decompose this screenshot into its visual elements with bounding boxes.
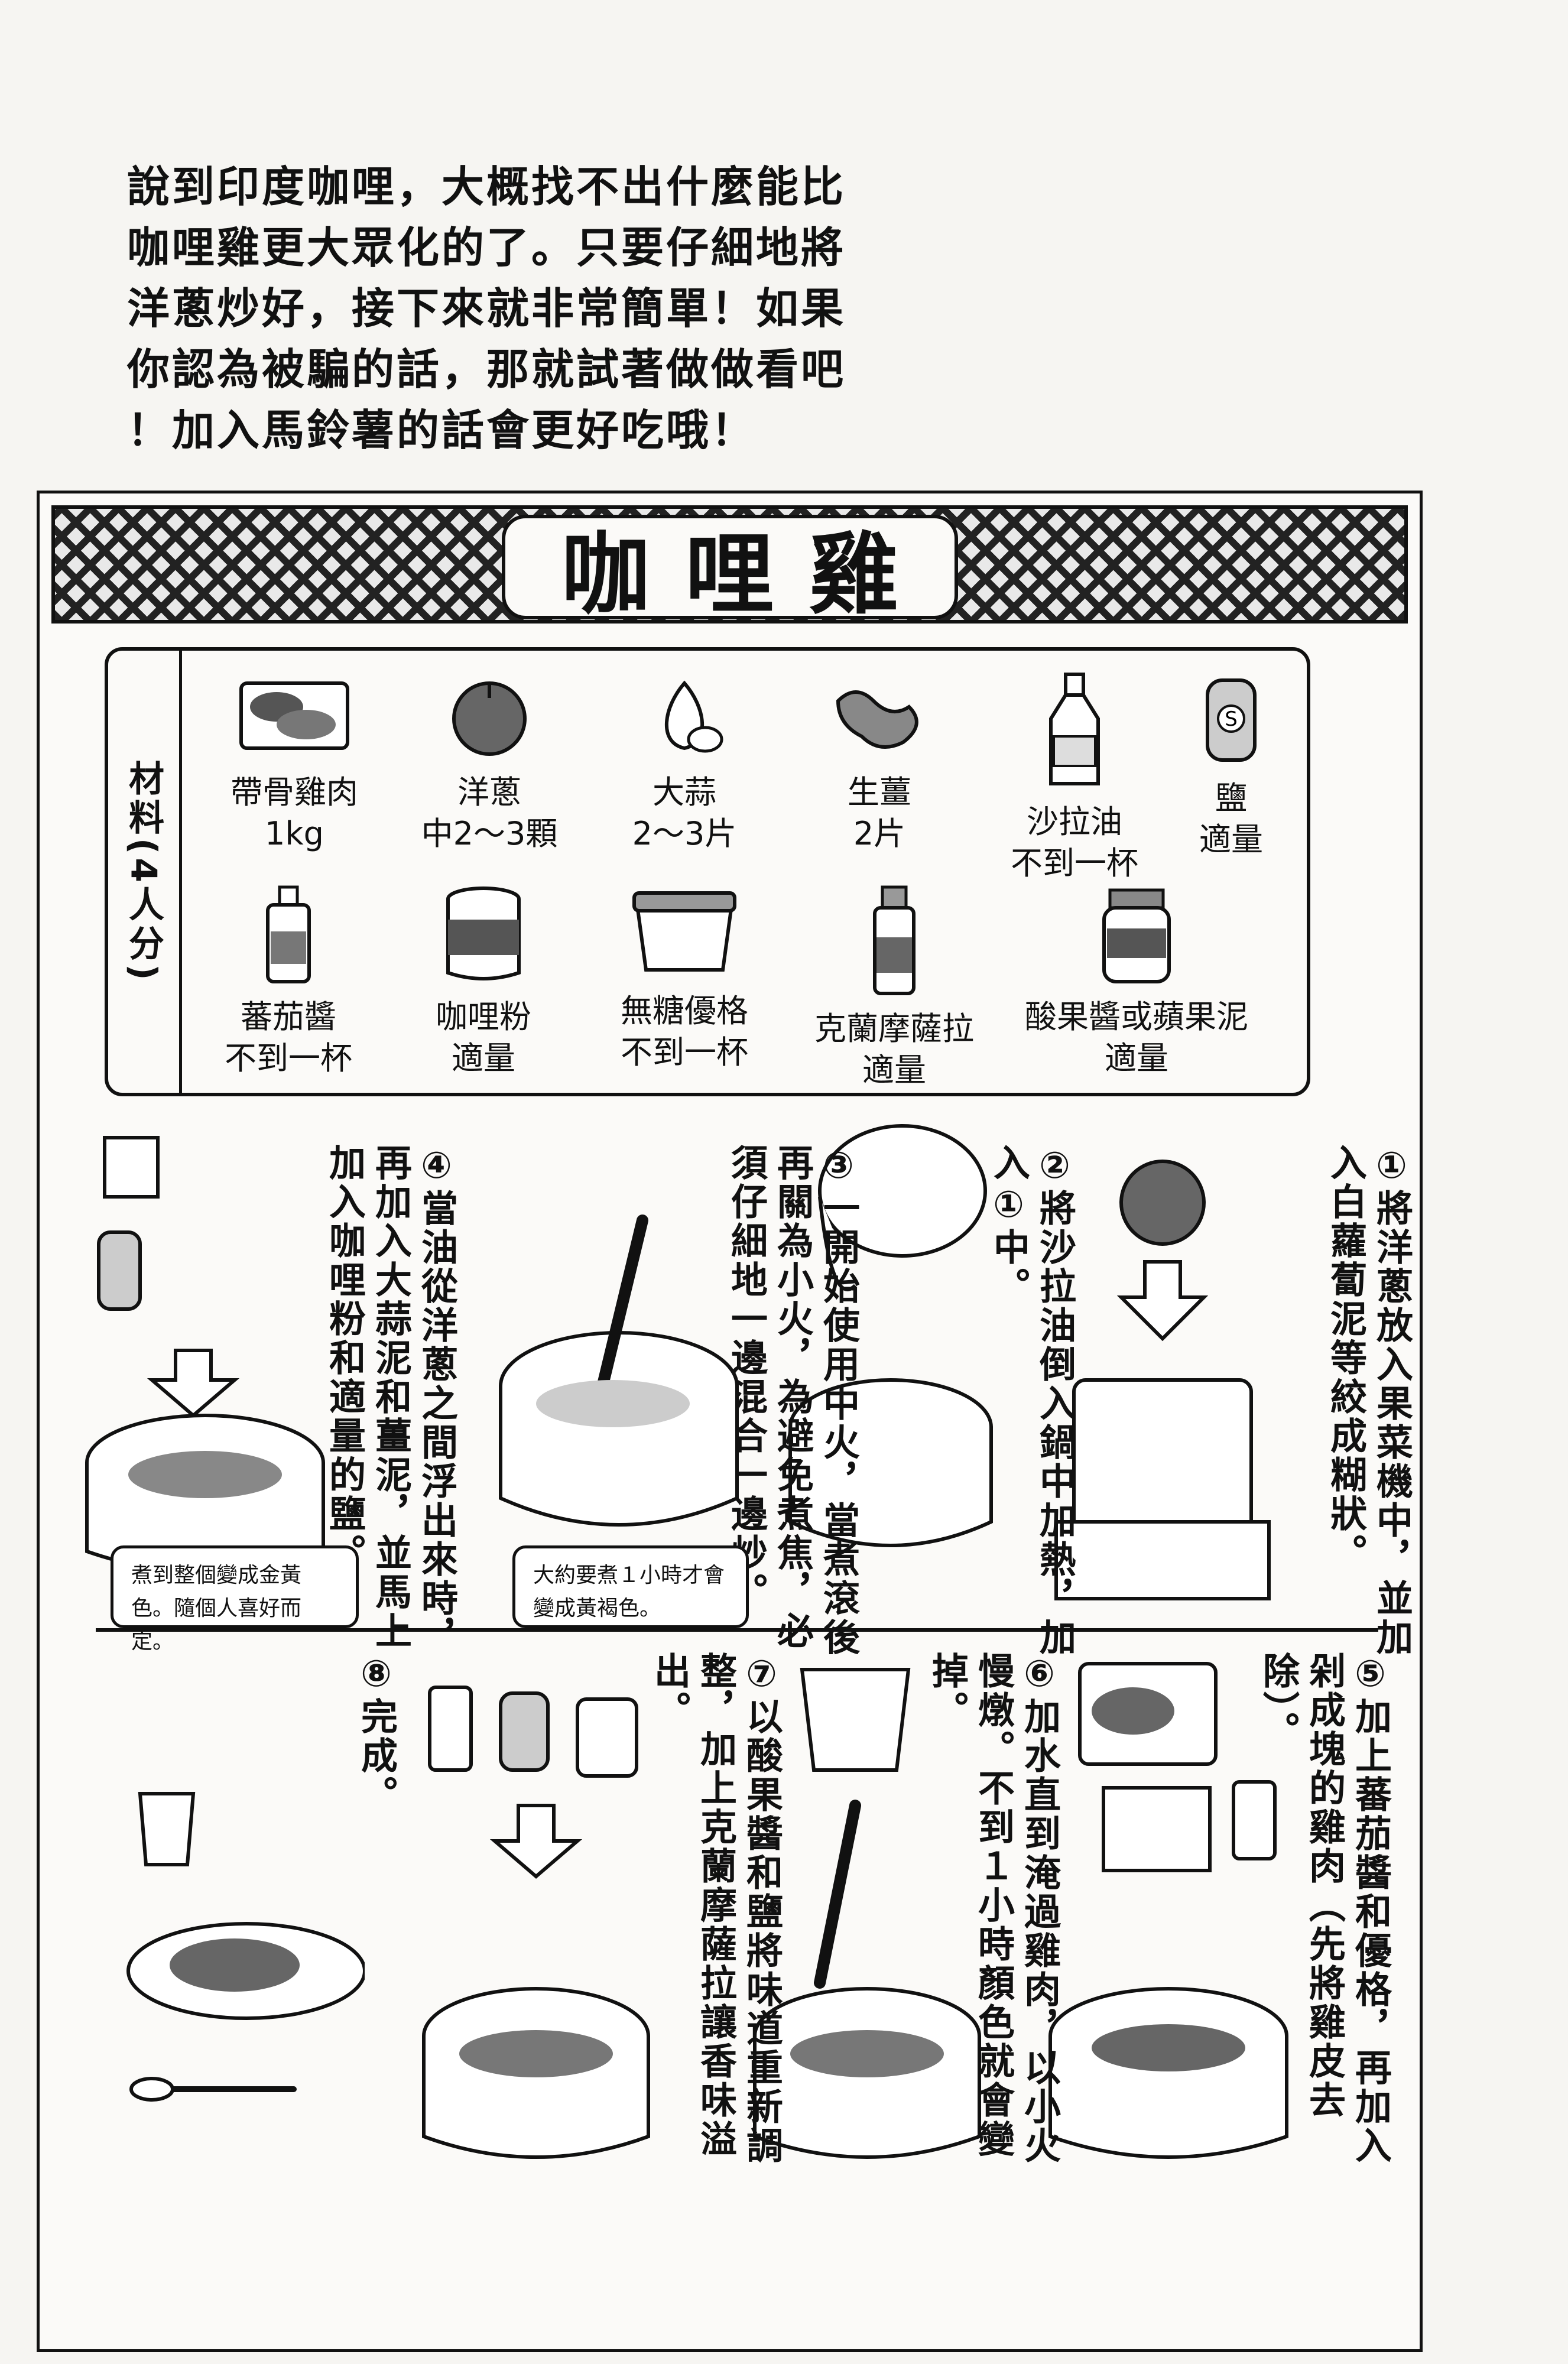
step-6-illustration xyxy=(753,1668,981,2159)
step-6-text: ⑥加水直到淹過雞肉，以小火慢燉。不到１小時顏色就會變掉。 xyxy=(926,1652,1061,2165)
step-4-illustration xyxy=(85,1136,325,1569)
ingredient-name: 帶骨雞肉 xyxy=(231,774,358,811)
yogurt-cup-icon xyxy=(632,891,736,972)
ingredient-name: 沙拉油 xyxy=(1027,803,1122,840)
intro-line: 你認為被騙的話，那就試著做做看吧 xyxy=(127,345,846,394)
ingredient-amount: 不到一杯 xyxy=(225,1040,352,1077)
ingredient-name: 克蘭摩薩拉 xyxy=(814,1010,974,1047)
curry-can-icon xyxy=(446,886,521,980)
title-box: 咖哩雞 xyxy=(501,515,958,626)
title-banner: 咖哩雞 xyxy=(51,505,1408,626)
ingredient-amount: 適量 xyxy=(1105,1040,1168,1077)
sauce-bottle-icon xyxy=(873,885,916,995)
step-1-illustration xyxy=(1054,1160,1271,1600)
intro-line: 說到印度咖哩，大概找不出什麼能比 xyxy=(127,162,846,212)
ingredient-garam-masala: 克蘭摩薩拉 適量 xyxy=(782,884,1007,1091)
ingredient-amount: 不到一杯 xyxy=(621,1034,748,1071)
ingredient-name: 鹽 xyxy=(1215,780,1247,817)
ingredient-amount: 適量 xyxy=(1199,821,1263,858)
ingredients-panel: 材料(4人分) 帶骨雞肉 1kg 洋蔥 中2～3顆 大蒜 2～3片 生薑 2片 … xyxy=(105,647,1310,1096)
intro-paragraph: 說到印度咖哩，大概找不出什麼能比 咖哩雞更大眾化的了。只要仔細地將 洋蔥炒好，接… xyxy=(127,157,895,461)
step-4-note: 煮到整個變成金黃色。隨個人喜好而定。 xyxy=(111,1545,359,1654)
step-8-illustration xyxy=(126,1792,365,2102)
ingredient-amount: 適量 xyxy=(452,1040,515,1077)
ingredient-ginger: 生薑 2片 xyxy=(782,671,977,855)
oil-bottle-icon xyxy=(1049,673,1100,785)
intro-line: 咖哩雞更大眾化的了。只要仔細地將 xyxy=(127,223,846,272)
salt-shaker-icon: S xyxy=(1206,678,1257,762)
ketchup-bottle-icon xyxy=(266,885,311,983)
ingredient-onion: 洋蔥 中2～3顆 xyxy=(392,671,587,855)
ingredients-label: 材料(4人分) xyxy=(122,759,164,984)
svg-text:S: S xyxy=(1225,707,1238,731)
row-divider xyxy=(96,1628,1378,1632)
step-8-text: ⑧完成。 xyxy=(355,1652,398,1814)
ingredient-garlic: 大蒜 2～3片 xyxy=(587,671,782,855)
ingredient-chicken: 帶骨雞肉 1kg xyxy=(197,671,392,855)
onion-icon xyxy=(452,681,527,756)
step-7-illustration xyxy=(422,1686,650,2159)
ingredient-amount: 2片 xyxy=(853,815,906,852)
ingredient-curry-powder: 咖哩粉 適量 xyxy=(386,884,581,1079)
step-3-illustration xyxy=(499,1215,739,1527)
garlic-icon xyxy=(664,680,723,753)
intro-line: ！加入馬鈴薯的話會更好吃哦！ xyxy=(127,405,757,455)
ingredient-oil: 沙拉油 不到一杯 xyxy=(977,671,1172,884)
intro-line: 洋蔥炒好，接下來就非常簡單！如果 xyxy=(127,284,846,333)
ingredient-chutney: 酸果醬或蘋果泥 適量 xyxy=(1001,884,1272,1079)
ingredient-name: 大蒜 xyxy=(652,774,716,811)
step-1-text: ①將洋蔥放入果菜機中，並加入白蘿蔔泥等絞成糊狀。 xyxy=(1324,1144,1413,1657)
jam-jar-icon xyxy=(1102,888,1171,983)
step-7-text: ⑦以酸果醬和鹽將味道重新調整，加上克蘭摩薩拉讓香味溢出。 xyxy=(648,1652,783,2165)
step-5-illustration xyxy=(1048,1662,1288,2159)
step-2-illustration xyxy=(788,1124,993,1547)
ginger-icon xyxy=(836,690,918,749)
ingredient-salt: S 鹽 適量 xyxy=(1160,671,1302,860)
step-2-text: ②將沙拉油倒入鍋中加熱，加入①中。 xyxy=(987,1144,1076,1657)
ingredient-amount: 適量 xyxy=(862,1051,926,1089)
ingredient-amount: 2～3片 xyxy=(632,815,737,852)
ingredient-yogurt: 無糖優格 不到一杯 xyxy=(587,884,782,1073)
recipe-frame: 咖哩雞 材料(4人分) 帶骨雞肉 1kg 洋蔥 中2～3顆 大蒜 2～3片 生薑… xyxy=(37,491,1423,2352)
ingredient-name: 酸果醬或蘋果泥 xyxy=(1025,998,1248,1035)
chicken-tray-icon xyxy=(239,681,349,750)
ingredient-name: 無糖優格 xyxy=(621,992,748,1030)
ingredient-amount: 不到一杯 xyxy=(1011,845,1138,882)
step-3-text: ③一開始使用中火，當煮滾後再關為小火，為避免煮焦，必須仔細地一邊混合一邊炒。 xyxy=(725,1144,860,1657)
step-4-text: ④當油從洋蔥之間浮出來時，再加入大蒜泥和薑泥，並馬上加入咖哩粉和適量的鹽。 xyxy=(323,1144,458,1657)
ingredient-name: 洋蔥 xyxy=(457,774,521,811)
ingredient-amount: 中2～3顆 xyxy=(421,815,558,852)
ingredient-amount: 1kg xyxy=(265,815,324,852)
step-3-note: 大約要煮１小時才會變成黃褐色。 xyxy=(512,1545,749,1628)
ingredients-label-box: 材料(4人分) xyxy=(108,651,182,1093)
step-5-text: ⑤加上蕃茄醬和優格，再加入剁成塊的雞肉（先將雞皮去除）。 xyxy=(1257,1652,1392,2165)
ingredient-name: 蕃茄醬 xyxy=(241,998,336,1035)
ingredient-ketchup: 蕃茄醬 不到一杯 xyxy=(191,884,386,1079)
ingredient-name: 生薑 xyxy=(848,774,911,811)
recipe-title: 咖哩雞 xyxy=(561,522,934,626)
ingredient-name: 咖哩粉 xyxy=(436,998,531,1035)
